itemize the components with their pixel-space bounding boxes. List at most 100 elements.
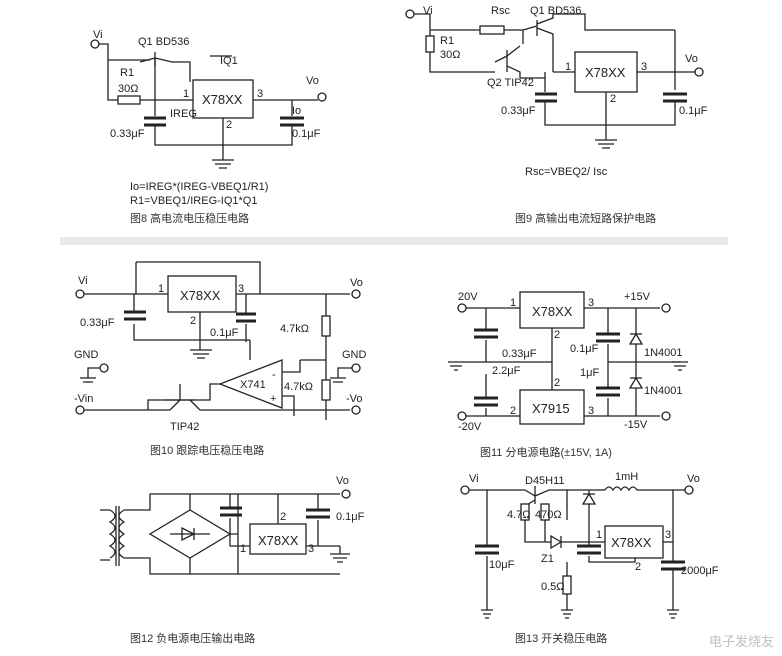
fig9-pin2: 2: [610, 93, 616, 105]
fig12-c: 0.1μF: [336, 511, 365, 523]
fig9-caption: 图9 高输出电流短路保护电路: [515, 211, 656, 225]
fig8-io: Io: [292, 105, 301, 117]
fig13-r2: 470Ω: [535, 509, 562, 521]
fig8-vo: Vo: [306, 75, 319, 87]
fig11-d2: 1N4001: [644, 385, 683, 397]
fig9-q2: Q2 TIP42: [487, 77, 534, 89]
fig12-pin2: 2: [280, 511, 286, 523]
fig13-pin2: 2: [635, 561, 641, 573]
fig9-pin3: 3: [641, 61, 647, 73]
fig9-q1: Q1 BD536: [530, 5, 581, 17]
separator-top: [60, 237, 728, 245]
fig10-c2: 0.1μF: [210, 327, 239, 339]
fig13-vo: Vo: [687, 473, 700, 485]
fig12-vo: Vo: [336, 475, 349, 487]
fig8-r1-value: 30Ω: [118, 83, 138, 95]
fig8-pin2: 2: [226, 119, 232, 131]
fig8-pin3: 3: [257, 88, 263, 100]
fig13-schematic: Vi 10μF D45H11 4.7Ω 470Ω 1mH Z1 X78XX 1 …: [460, 471, 719, 645]
fig11-panel: 20V X78XX 1 3 2 0.33μF 2.2μF X7915 2 3 2…: [440, 280, 690, 465]
fig8-q1: Q1 BD536: [138, 36, 189, 48]
fig9-schematic: Vi R1 30Ω Rsc Q2 TIP42 Q1 BD536 X78XX 1 …: [405, 5, 708, 225]
fig8-c1: 0.33μF: [110, 128, 145, 140]
fig8-schematic: Vi R1 30Ω Q1 BD536 IQ1 X78XX 1 3 2 IREG …: [90, 29, 327, 225]
fig13-caption: 图13 开关稳压电路: [515, 631, 607, 645]
fig8-vi: Vi: [93, 29, 103, 41]
fig13-c1: 10μF: [489, 559, 515, 571]
fig8-regulator: [192, 79, 254, 119]
watermark: 电子发烧友: [708, 634, 774, 649]
fig11-reg1-pin2: 2: [554, 329, 560, 341]
fig10-pin3: 3: [238, 283, 244, 295]
fig12-pin1: 1: [240, 543, 246, 555]
fig9-pin1: 1: [565, 61, 571, 73]
fig9-reg: X78XX: [585, 65, 626, 80]
fig11-reg2-pin3: 3: [588, 405, 594, 417]
fig10-pin2: 2: [190, 315, 196, 327]
fig13-q: D45H11: [525, 475, 565, 487]
fig11-minus15v: -15V: [624, 419, 648, 431]
fig12-reg: X78XX: [258, 533, 299, 548]
fig13-reg: X78XX: [611, 535, 652, 550]
fig11-reg1-pin1: 1: [510, 297, 516, 309]
fig9-formula: Rsc=VBEQ2/ Isc: [525, 166, 608, 178]
fig10-schematic: Vi X78XX 1 3 2 0.33μF 0.1μF Vo 4.7kΩ 4.7…: [74, 261, 367, 457]
fig13-r1: 4.7Ω: [507, 509, 531, 521]
fig11-caption: 图11 分电源电路(±15V, 1A): [480, 445, 612, 459]
fig8-caption: 图8 高电流电压稳压电路: [130, 211, 249, 225]
fig9-r1: R1: [440, 35, 454, 47]
fig12-pin3: 3: [308, 543, 314, 555]
fig11-c2: 2.2μF: [492, 365, 521, 377]
fig13-vi: Vi: [469, 473, 479, 485]
fig13-regulator: [604, 525, 664, 559]
fig8-pin1: 1: [183, 88, 189, 100]
fig11-minus20v: -20V: [458, 421, 482, 433]
fig11-reg2-pin2: 2: [510, 405, 516, 417]
fig10-op-plus: +: [270, 393, 276, 405]
fig8-formula1: Io=IREG*(IREG-VBEQ1/R1): [130, 181, 268, 193]
fig8-iq1: IQ1: [220, 55, 238, 67]
fig9-panel: Vi R1 30Ω Rsc Q2 TIP42 Q1 BD536 X78XX 1 …: [395, 0, 725, 232]
fig9-rsc: Rsc: [491, 5, 510, 17]
fig10-opamp: [218, 359, 283, 409]
fig10-vin: -Vin: [74, 393, 93, 405]
fig10-r1: 4.7kΩ: [280, 323, 309, 335]
fig11-reg1-pin3: 3: [588, 297, 594, 309]
fig11-d1: 1N4001: [644, 347, 683, 359]
fig10-panel: Vi X78XX 1 3 2 0.33μF 0.1μF Vo 4.7kΩ 4.7…: [60, 250, 390, 465]
fig10-gnd-left: GND: [74, 349, 99, 361]
fig10-vi: Vi: [78, 275, 88, 287]
fig10-gnd-right: GND: [342, 349, 367, 361]
fig13-c2: 2000μF: [681, 565, 719, 577]
fig10-pin1: 1: [158, 283, 164, 295]
fig10-vo: Vo: [350, 277, 363, 289]
fig9-c1: 0.33μF: [501, 105, 536, 117]
fig10-op: X741: [240, 379, 266, 391]
fig9-c2: 0.1μF: [679, 105, 708, 117]
fig10-c1: 0.33μF: [80, 317, 115, 329]
fig12-panel: X78XX 1 3 2 0.1μF Vo 图12 负电源电压输出电路: [90, 470, 390, 650]
fig11-regulator-neg: [519, 389, 585, 425]
fig12-schematic: X78XX 1 3 2 0.1μF Vo 图12 负电源电压输出电路: [100, 475, 365, 645]
fig8-ireg: IREG: [170, 108, 197, 120]
fig11-plus15v: +15V: [624, 291, 651, 303]
fig10-nvo: -Vo: [346, 393, 363, 405]
fig11-reg2: X7915: [532, 401, 570, 416]
fig11-regulator-pos: [519, 291, 585, 329]
fig13-r3: 0.5Ω: [541, 581, 565, 593]
fig11-20v: 20V: [458, 291, 478, 303]
fig11-c4: 1μF: [580, 367, 599, 379]
fig9-vi: Vi: [423, 5, 433, 17]
fig8-r1: R1: [120, 67, 134, 79]
fig13-pin3: 3: [665, 529, 671, 541]
fig11-reg1: X78XX: [532, 304, 573, 319]
fig9-r1-value: 30Ω: [440, 49, 460, 61]
fig8-formula2: R1=VBEQ1/IREG-IQ1*Q1: [130, 195, 257, 207]
fig13-ind: 1mH: [615, 471, 638, 483]
fig8-reg: X78XX: [202, 92, 243, 107]
fig10-caption: 图10 跟踪电压稳压电路: [150, 443, 264, 457]
fig10-q: TIP42: [170, 421, 199, 433]
fig11-c3: 0.1μF: [570, 343, 599, 355]
fig13-z: Z1: [541, 553, 554, 565]
fig10-r2: 4.7kΩ: [284, 381, 313, 393]
